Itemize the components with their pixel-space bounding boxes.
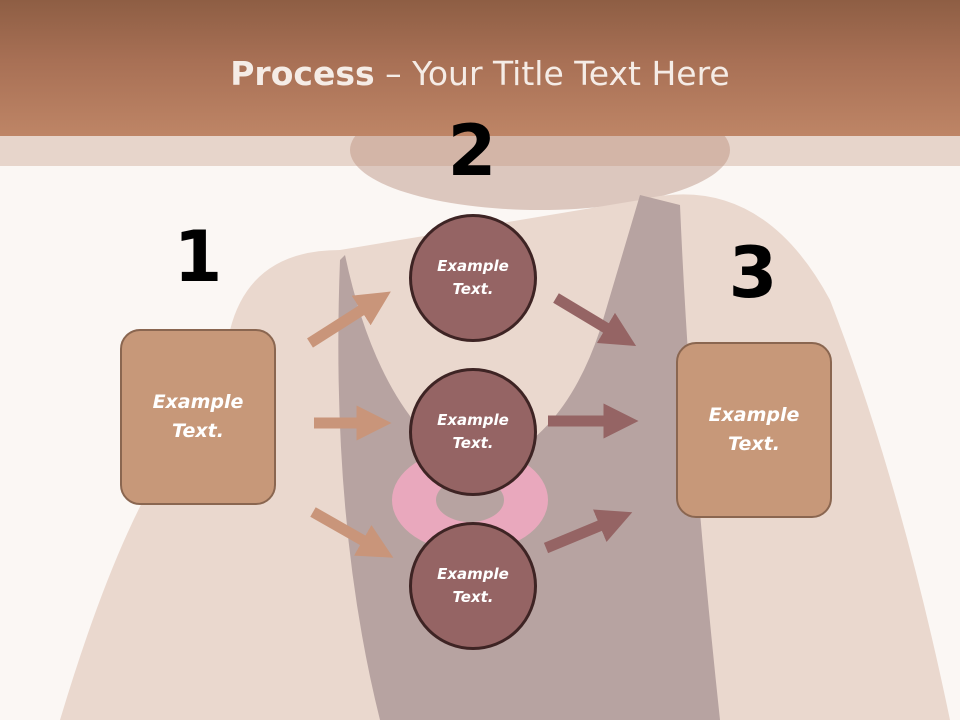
step-circle-middle-text: Example Text. [437,411,509,452]
step-box-3: Example Text. [676,342,832,518]
step-number-1: 1 [173,216,223,298]
step-number-3: 3 [728,232,778,314]
step-circle-bottom: Example Text. [409,522,537,650]
title-strip [0,136,960,166]
step-box-1-text: Example Text. [152,391,244,442]
step-circle-top-text: Example Text. [437,257,509,298]
step-box-1: Example Text. [120,329,276,505]
arrow-1-to-bottom [310,507,394,558]
slide-title: Process – Your Title Text Here [0,54,960,94]
step-circle-middle: Example Text. [409,368,537,496]
arrow-bottom-to-3 [543,509,633,554]
title-rest: – Your Title Text Here [374,54,730,93]
step-box-3-text: Example Text. [708,404,800,455]
arrow-1-to-top [307,291,391,348]
step-number-2: 2 [447,110,497,192]
step-circle-top: Example Text. [409,214,537,342]
step-circle-bottom-text: Example Text. [437,565,509,606]
title-bar [0,0,960,136]
title-bold: Process [230,54,375,93]
arrow-top-to-3 [553,293,637,347]
